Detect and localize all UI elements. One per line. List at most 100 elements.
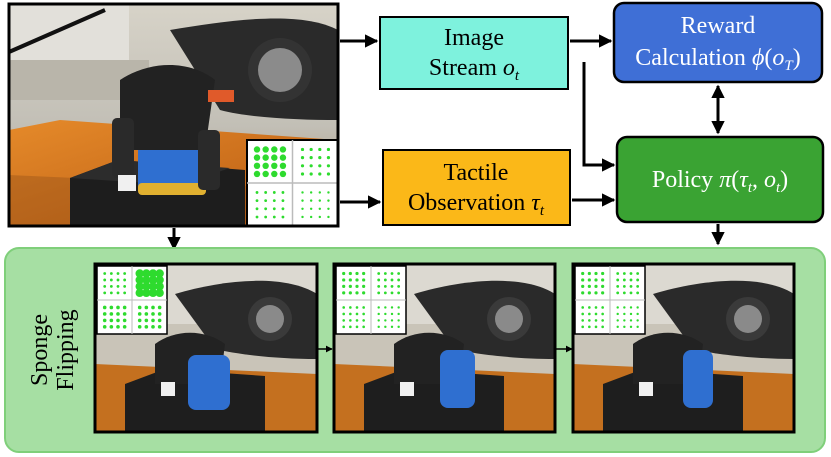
tactile-dot: [300, 147, 305, 152]
tactile-dot: [390, 306, 394, 309]
tactile-dot: [301, 199, 304, 202]
policy-close-paren: ): [780, 167, 788, 193]
tactile-dot: [348, 278, 352, 282]
tactile-dot: [327, 199, 330, 202]
tactile-dot: [342, 319, 346, 322]
tactile-dot: [300, 156, 305, 160]
tactile-dot: [142, 282, 151, 291]
tactile-dot: [264, 199, 268, 203]
tactile-dot: [253, 170, 261, 178]
tactile-dot: [588, 319, 591, 322]
tactile-dot: [155, 275, 164, 285]
tactile-dot: [636, 278, 640, 282]
tactile-dot: [397, 325, 400, 329]
tactile-dot: [116, 285, 120, 288]
tactile-dot: [109, 325, 114, 329]
tactile-dot: [348, 284, 352, 288]
sequence-label-line2: Flipping: [53, 309, 79, 390]
tactile-dot: [279, 154, 287, 161]
tactile-dot: [581, 319, 584, 322]
tactile-dot: [253, 146, 261, 153]
tactile-dot: [103, 285, 107, 288]
tactile-dot: [102, 325, 107, 329]
tactile-dot: [390, 272, 394, 275]
tactile-dot: [397, 291, 401, 295]
tactile-dot: [355, 306, 359, 309]
tactile-dot: [594, 291, 598, 295]
sequence-label-line1: Sponge: [27, 314, 53, 386]
tactile-dot: [355, 278, 359, 282]
tactile-dot: [157, 325, 162, 329]
frame-arm-joint-cap: [256, 305, 284, 333]
sequence-frame-1: [93, 262, 319, 434]
tactile-dot: [318, 215, 321, 219]
tactile-dot: [155, 288, 164, 298]
tactile-dot: [594, 325, 598, 329]
tactile-dot: [116, 278, 120, 282]
tactile-dot: [122, 305, 127, 310]
image-stream-line1: Image: [444, 25, 504, 51]
tactile-dot: [397, 306, 400, 309]
tactile-dot: [309, 215, 313, 219]
tactile-dot: [601, 278, 605, 282]
tactile-dot: [588, 306, 591, 309]
tactile-dot: [629, 272, 633, 275]
frame-arm-joint-cap: [734, 305, 762, 333]
tactile-dot: [300, 172, 305, 176]
tactile-dot: [318, 156, 322, 160]
tactile-dot: [301, 207, 304, 210]
tactile-dot: [109, 305, 114, 310]
tactile-dot: [594, 278, 598, 282]
tactile-dot: [137, 318, 142, 323]
tactile-dot: [142, 269, 151, 278]
tactile-dot: [397, 312, 400, 316]
tactile-dot: [390, 285, 394, 288]
svg-text:Observation τt: Observation τt: [408, 190, 545, 219]
tactile-dot: [272, 207, 276, 211]
tactile-dot: [103, 278, 107, 282]
tactile-dot: [155, 282, 164, 291]
image-stream-box: Image Stream ot: [379, 16, 569, 90]
tactile-dot: [362, 306, 365, 309]
tactile-dot: [587, 271, 591, 276]
tactile-dot: [623, 306, 626, 309]
svg-text:Flipping: Flipping: [53, 309, 79, 390]
frame-border: [571, 262, 796, 434]
policy-sub1: t: [748, 180, 753, 196]
tactile-dot: [581, 306, 584, 309]
tactile-dot: [601, 306, 604, 309]
tactile-dot: [629, 312, 633, 316]
svg-text:Stream ot: Stream ot: [429, 55, 520, 84]
tactile-dot: [142, 275, 151, 285]
tactile-dot: [581, 278, 585, 282]
tactile-dot: [622, 278, 626, 282]
tactile-dot: [148, 269, 158, 278]
tactile-dot: [622, 291, 626, 295]
tactile-dot: [601, 312, 604, 316]
tactile-dot: [616, 285, 620, 288]
tactile-dot: [144, 305, 149, 310]
tactile-dot: [390, 278, 394, 282]
tactile-dot: [151, 318, 155, 323]
tactile-dot: [281, 207, 285, 211]
svg-text:Image: Image: [444, 25, 504, 51]
tactile-dot: [588, 325, 591, 329]
tactile-dot: [629, 319, 633, 322]
tactile-dot: [148, 275, 158, 285]
tactile-dot: [135, 288, 144, 298]
svg-text:Reward: Reward: [681, 13, 756, 39]
tactile-dot: [135, 269, 144, 278]
tactile-dot: [616, 319, 619, 322]
frame-border: [332, 262, 557, 434]
tactile-dot: [355, 312, 359, 316]
tactile-dot: [636, 291, 640, 295]
tactile-dot: [157, 305, 162, 310]
tactile-dot: [327, 207, 330, 210]
tactile-dot: [581, 271, 585, 276]
tactile-dot: [137, 305, 142, 310]
tactile-dot: [301, 191, 304, 194]
tactile-dot: [109, 318, 114, 323]
tactile-dot: [349, 312, 352, 316]
tactile-dot: [123, 291, 127, 295]
